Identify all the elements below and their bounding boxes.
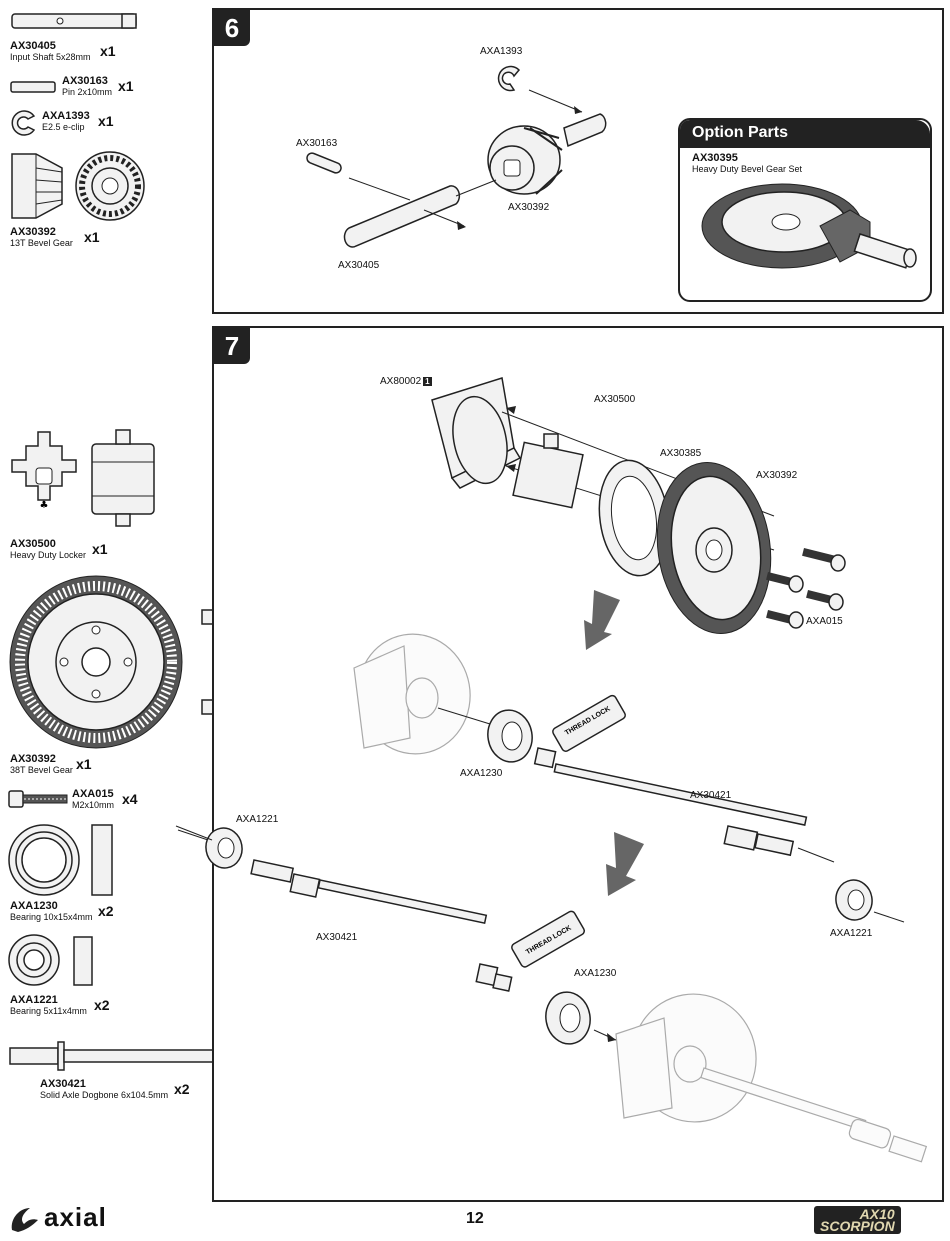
- part-qty: x4: [122, 791, 138, 807]
- callout-pin: AX30163: [296, 138, 338, 149]
- callout-eclip: AXA1393: [480, 46, 523, 57]
- part-qty: x2: [98, 903, 114, 919]
- part-desc: Bearing 10x15x4mm: [10, 912, 93, 922]
- callout-gear: AX30392: [756, 470, 798, 481]
- callout-case-code: AX80002: [380, 376, 422, 387]
- page-number: 12: [466, 1210, 484, 1227]
- part-desc: Solid Axle Dogbone 6x104.5mm: [40, 1090, 169, 1100]
- part-qty: x1: [118, 78, 134, 94]
- option-parts-title: Option Parts: [680, 120, 930, 148]
- callout-bearing-c: AXA1221: [830, 928, 873, 939]
- callout-locker: AX30500: [594, 394, 636, 405]
- step-6-diagram: [306, 65, 607, 248]
- option-parts-box: Option Parts AX30395 Heavy Duty Bevel Ge…: [678, 118, 932, 302]
- product-logo-line2: SCORPION: [820, 1218, 895, 1234]
- callout-axle-b: AX30421: [316, 932, 358, 943]
- guide-line: [175, 825, 213, 841]
- step-7-panel: 7: [177, 326, 944, 1202]
- callout-ring: AX30385: [660, 448, 702, 459]
- part-code: AX30163: [62, 75, 108, 87]
- bearing-large-icon: [8, 824, 113, 896]
- part-code: AX30392: [10, 226, 56, 238]
- part-qty: x1: [92, 541, 108, 557]
- part-qty: x1: [84, 229, 100, 245]
- part-qty: x2: [94, 997, 110, 1013]
- callout-bearing-a: AXA1230: [460, 768, 503, 779]
- part-code: AXA015: [72, 788, 114, 800]
- part-qty: x1: [98, 113, 114, 129]
- axial-logo-icon: [11, 1208, 39, 1232]
- callout-case-badge: 1: [423, 377, 432, 386]
- part-desc: Input Shaft 5x28mm: [10, 52, 91, 62]
- callout-bearing-d: AXA1230: [574, 968, 617, 979]
- brand-logo: axial: [44, 1202, 107, 1232]
- bevel-gear-13t-icon: [11, 151, 145, 221]
- callout-screw: AXA015: [806, 616, 843, 627]
- part-qty: x2: [174, 1081, 190, 1097]
- callout-bearing-b: AXA1221: [236, 814, 279, 825]
- callout-shaft: AX30405: [338, 260, 380, 271]
- svg-text:♣: ♣: [40, 500, 49, 511]
- product-logo: AX10 SCORPION: [814, 1206, 901, 1234]
- part-code: AX30392: [10, 753, 56, 765]
- screw-icon: [8, 790, 68, 808]
- callout-case: AX80002 1: [380, 376, 432, 387]
- heavy-duty-locker-icon: ♣: [11, 429, 155, 527]
- part-code: AXA1230: [10, 900, 58, 912]
- input-shaft-icon: [11, 13, 137, 29]
- part-desc: Bearing 5x11x4mm: [10, 1006, 87, 1016]
- option-part-desc: Heavy Duty Bevel Gear Set: [692, 164, 803, 174]
- part-code: AX30500: [10, 538, 56, 550]
- callout-axle-a: AX30421: [690, 790, 732, 801]
- bevel-gear-set-icon: [701, 183, 917, 269]
- part-code: AX30421: [40, 1078, 86, 1090]
- part-desc: 38T Bevel Gear: [10, 765, 73, 775]
- part-qty: x1: [100, 43, 116, 59]
- product-logo-line1: AX10: [859, 1206, 895, 1222]
- part-desc: 13T Bevel Gear: [10, 238, 73, 248]
- option-part-code: AX30395: [692, 152, 738, 164]
- step-7-diagram: THREAD LOCK THREAD LOCK: [177, 377, 928, 1163]
- part-code: AX30405: [10, 40, 56, 52]
- step-number: 7: [214, 328, 250, 364]
- part-desc: Heavy Duty Locker: [10, 550, 87, 560]
- step-6-panel: 6 AXA1393 AX30163 AX30392 AX30405 Option…: [212, 8, 944, 314]
- part-desc: E2.5 e-clip: [42, 122, 85, 132]
- part-code: AXA1393: [42, 110, 90, 122]
- part-code: AXA1221: [10, 994, 58, 1006]
- callout-gear: AX30392: [508, 202, 550, 213]
- e-clip-icon: [11, 110, 36, 136]
- pin-icon: [10, 81, 56, 93]
- part-desc: M2x10mm: [72, 800, 115, 810]
- part-qty: x1: [76, 756, 92, 772]
- bearing-small-icon: [8, 934, 93, 986]
- step-number: 6: [214, 10, 250, 46]
- part-desc: Pin 2x10mm: [62, 87, 113, 97]
